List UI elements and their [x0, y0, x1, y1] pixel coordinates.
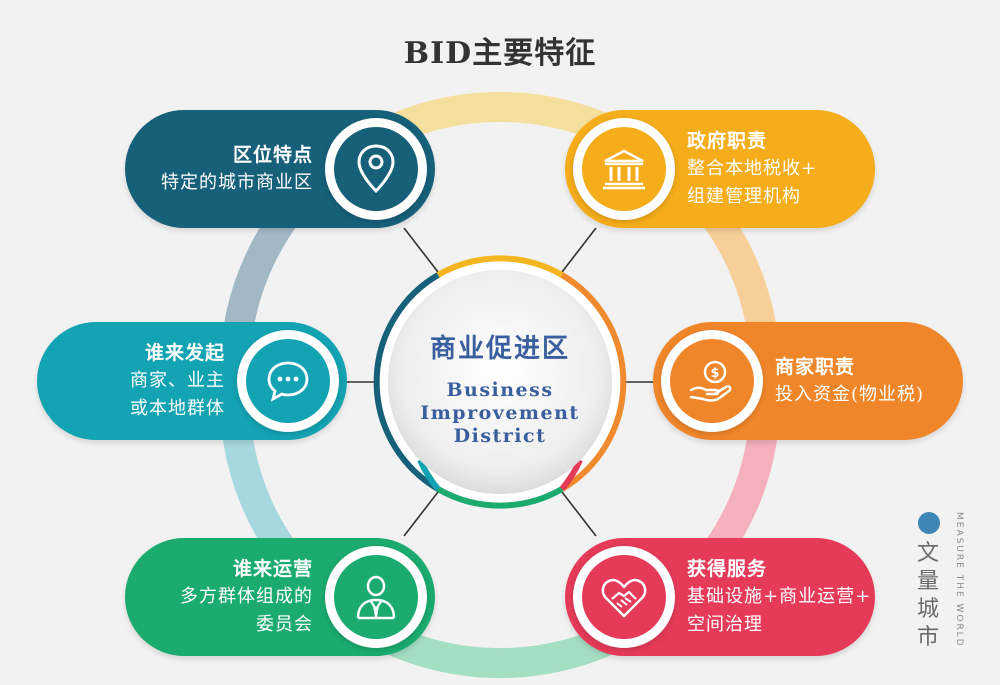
feature-services-desc: 基础设施+商业运营+	[687, 586, 872, 607]
feature-location-desc: 特定的城市商业区	[161, 172, 313, 193]
feature-merchant-text: 商家职责 投入资金(物业税)	[775, 322, 924, 440]
connector-services	[561, 491, 597, 537]
brand-name-char: 文	[917, 541, 940, 566]
diagram-title: BID主要特征	[403, 36, 597, 71]
feature-government-text: 政府职责 整合本地税收+ 组建管理机构	[687, 110, 817, 228]
chat-bubble-icon	[267, 361, 309, 402]
feature-initiator: 谁来发起 商家、业主 或本地群体	[37, 322, 347, 440]
inner-ring-left	[373, 272, 440, 492]
feature-initiator-desc: 商家、业主	[130, 370, 225, 391]
feature-initiator-heading: 谁来发起	[144, 342, 225, 364]
inner-ring-top	[436, 255, 564, 278]
feature-operator-desc: 多方群体组成的	[180, 586, 313, 607]
feature-services-text: 获得服务 基础设施+商业运营+ 空间治理	[687, 538, 871, 656]
feature-merchant-icon-holder: $	[661, 330, 763, 432]
feature-initiator-text: 谁来发起 商家、业主 或本地群体	[130, 322, 225, 440]
feature-operator: 谁来运营 多方群体组成的 委员会	[125, 538, 435, 656]
feature-government-desc: 组建管理机构	[687, 186, 801, 207]
center-name-en-line: Business	[446, 379, 554, 401]
connector-government	[561, 227, 597, 273]
feature-location-heading: 区位特点	[232, 144, 313, 166]
brand-name: 文 量 城 市	[917, 540, 943, 652]
center-name-zh: 商业促进区	[429, 334, 570, 364]
feature-operator-text: 谁来运营 多方群体组成的 委员会	[180, 538, 313, 656]
brand-logo: 文 量 城 市 MEASURE THE WORLD	[917, 512, 980, 662]
person-suit-icon	[356, 575, 396, 620]
feature-government-icon-holder	[573, 118, 675, 220]
money-hand-icon: $	[689, 360, 732, 402]
center-disc	[388, 270, 612, 494]
feature-initiator-desc: 或本地群体	[130, 398, 225, 419]
feature-merchant-desc: 投入资金(物业税)	[775, 384, 925, 405]
inner-ring-right	[560, 272, 627, 492]
brand-tagline: MEASURE THE WORLD	[954, 512, 964, 648]
feature-operator-desc: 委员会	[256, 614, 313, 635]
feature-services-heading: 获得服务	[687, 558, 768, 580]
feature-government-heading: 政府职责	[687, 130, 768, 152]
brand-mark-icon	[918, 512, 940, 534]
feature-initiator-icon-holder	[237, 330, 339, 432]
inner-ring-bottom	[436, 486, 564, 509]
feature-location: 区位特点 特定的城市商业区	[125, 110, 435, 228]
government-building-icon	[603, 149, 645, 190]
brand-name-char: 市	[917, 625, 940, 650]
feature-operator-heading: 谁来运营	[232, 558, 313, 580]
center-name-en: Business Improvement District	[380, 379, 620, 448]
feature-operator-icon-holder	[325, 546, 427, 648]
center-name-en-line: District	[453, 425, 547, 447]
feature-government: 政府职责 整合本地税收+ 组建管理机构	[565, 110, 875, 228]
feature-merchant-heading: 商家职责	[775, 356, 856, 378]
feature-services: 获得服务 基础设施+商业运营+ 空间治理	[565, 538, 875, 656]
handshake-heart-icon	[601, 578, 647, 618]
location-pin-icon	[357, 144, 395, 194]
svg-text:$: $	[710, 366, 719, 381]
feature-merchant: $ 商家职责 投入资金(物业税)	[653, 322, 963, 440]
brand-name-char: 量	[917, 569, 940, 594]
center-label: 商业促进区 Business Improvement District	[380, 300, 620, 448]
feature-services-icon-holder	[573, 546, 675, 648]
feature-services-desc: 空间治理	[687, 614, 763, 635]
feature-government-desc: 整合本地税收+	[687, 158, 818, 179]
feature-location-icon-holder	[325, 118, 427, 220]
connector-operator	[403, 491, 439, 537]
feature-location-text: 区位特点 特定的城市商业区	[161, 110, 313, 228]
brand-name-char: 城	[917, 597, 940, 622]
center-name-en-line: Improvement	[420, 402, 580, 424]
connector-location	[403, 227, 439, 273]
